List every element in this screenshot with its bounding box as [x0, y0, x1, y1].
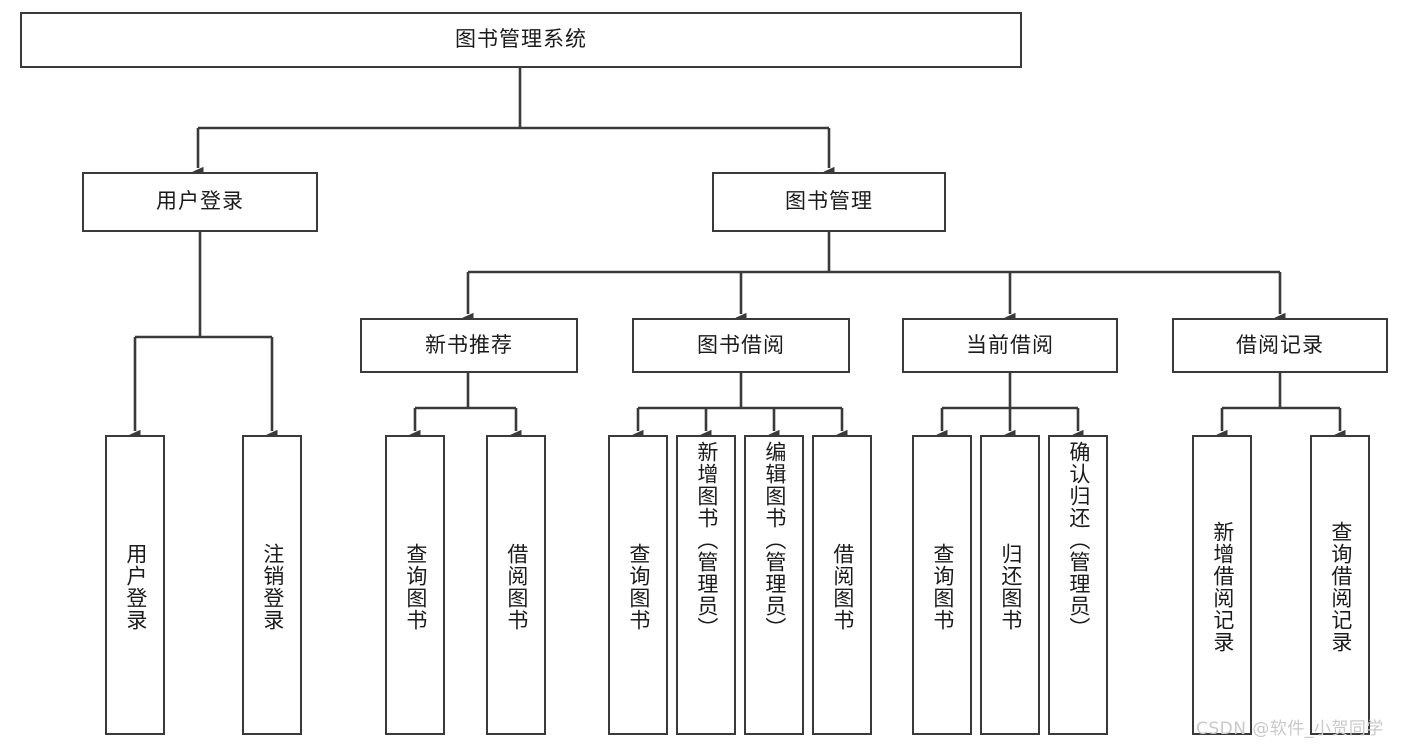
node-label: 新书推荐 [425, 332, 513, 357]
node-label: 新增借阅记录 [1210, 521, 1235, 653]
leaf-user-login-login[interactable]: 用户登录 [105, 435, 165, 735]
node-label: 图书管理 [785, 189, 873, 214]
csdn-watermark: CSDN @软件_小贺同学 [1196, 719, 1384, 739]
node-label: 查询图书 [930, 543, 955, 631]
node-label: 借阅图书 [504, 543, 529, 631]
node-label: 当前借阅 [966, 332, 1054, 357]
leaf-current-borrow-return-book[interactable]: 归还图书 [980, 435, 1040, 735]
node-label: 注销登录 [260, 543, 285, 631]
node-label: 编辑图书（管理员） [762, 441, 787, 639]
leaf-current-borrow-confirm-return-admin[interactable]: 确认归还（管理员） [1048, 435, 1108, 735]
node-user-login[interactable]: 用户登录 [82, 172, 318, 232]
node-label: 用户登录 [123, 543, 148, 631]
node-label: 确认归还（管理员） [1066, 441, 1091, 639]
leaf-borrow-record-add-record[interactable]: 新增借阅记录 [1192, 435, 1252, 735]
node-label: 查询图书 [626, 543, 651, 631]
node-current-borrow[interactable]: 当前借阅 [902, 318, 1118, 373]
leaf-borrow-record-query-record[interactable]: 查询借阅记录 [1310, 435, 1370, 735]
node-label: 查询图书 [403, 543, 428, 631]
leaf-book-borrow-add-book-admin[interactable]: 新增图书（管理员） [676, 435, 736, 735]
leaf-book-borrow-query-book[interactable]: 查询图书 [608, 435, 668, 735]
node-label: 归还图书 [998, 543, 1023, 631]
leaf-book-borrow-edit-book-admin[interactable]: 编辑图书（管理员） [744, 435, 804, 735]
leaf-book-borrow-borrow-book[interactable]: 借阅图书 [812, 435, 872, 735]
node-label: 图书管理系统 [455, 27, 587, 52]
node-label: 借阅记录 [1236, 332, 1324, 357]
leaf-user-login-logout[interactable]: 注销登录 [242, 435, 302, 735]
leaf-new-book-borrow-book[interactable]: 借阅图书 [486, 435, 546, 735]
leaf-new-book-query-book[interactable]: 查询图书 [385, 435, 445, 735]
node-borrow-record[interactable]: 借阅记录 [1172, 318, 1388, 373]
node-label: 借阅图书 [830, 543, 855, 631]
node-label: 查询借阅记录 [1328, 521, 1353, 653]
node-label: 图书借阅 [697, 332, 785, 357]
node-book-management[interactable]: 图书管理 [712, 172, 946, 232]
node-label: 新增图书（管理员） [694, 441, 719, 639]
node-new-book-recommend[interactable]: 新书推荐 [360, 318, 578, 373]
node-root-book-management-system[interactable]: 图书管理系统 [20, 12, 1022, 68]
node-label: 用户登录 [156, 189, 244, 214]
leaf-current-borrow-query-book[interactable]: 查询图书 [912, 435, 972, 735]
node-book-borrow[interactable]: 图书借阅 [632, 318, 850, 373]
